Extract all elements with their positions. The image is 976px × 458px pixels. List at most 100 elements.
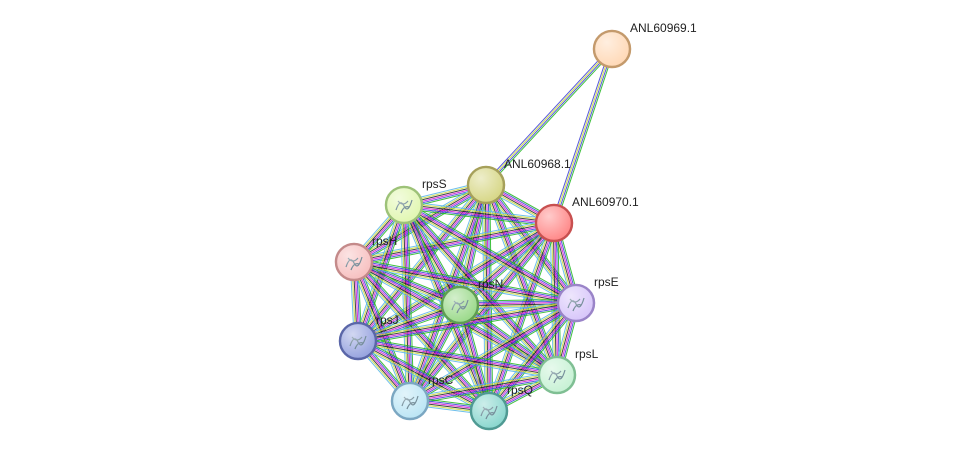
edge-channel-line <box>357 344 557 380</box>
edge-channel-line <box>487 184 492 411</box>
edge-channel-line <box>404 200 555 220</box>
edge-channel-line <box>358 339 558 375</box>
edge-channel-line <box>400 206 458 308</box>
edge-channel-line <box>406 202 561 373</box>
edge-channel-line <box>353 221 554 262</box>
edge-channel-line <box>358 306 577 346</box>
edge-channel-line <box>354 260 577 303</box>
edge-channel-line <box>359 186 489 343</box>
edge-channel-line <box>400 207 555 378</box>
edge-channel-line <box>410 376 558 404</box>
edge-channel-line <box>555 49 615 224</box>
edge-rpsS-rpsE[interactable] <box>401 201 579 307</box>
node-highlight <box>537 206 571 240</box>
edge-ANL60970.1-rpsC[interactable] <box>406 220 558 404</box>
node-highlight <box>595 32 629 66</box>
edge-channel-line <box>552 48 612 223</box>
node-highlight <box>540 358 574 392</box>
node-ANL60970.1[interactable]: ANL60970.1 <box>534 195 639 243</box>
edge-channel-line <box>485 300 574 409</box>
edge-channel-line <box>490 304 579 413</box>
edge-channel-line <box>404 203 555 223</box>
edge-channel-line <box>358 223 555 343</box>
node-label: rpsC <box>428 373 454 387</box>
edge-channel-line <box>409 370 557 398</box>
edge-channel-line <box>353 262 576 305</box>
edge-channel-line <box>410 375 558 403</box>
edge-channel-line <box>403 206 554 226</box>
edge-channel-line <box>552 223 557 376</box>
edge-channel-line <box>355 260 492 410</box>
edge-channel-line <box>459 222 554 305</box>
edge-rpsE-rpsQ[interactable] <box>485 300 580 414</box>
node-rpsQ[interactable]: rpsQ <box>469 383 533 431</box>
edge-channel-line <box>459 300 576 304</box>
node-highlight <box>341 324 375 358</box>
edge-channel-line <box>357 341 557 377</box>
edge-channel-line <box>410 223 555 402</box>
edge-channel-line <box>355 258 462 302</box>
edge-channel-line <box>490 223 557 412</box>
edge-channel-line <box>355 204 403 341</box>
edge-ANL60970.1-rpsS[interactable] <box>403 200 555 228</box>
edge-ANL60969.1-ANL60968.1[interactable] <box>483 47 615 187</box>
edge-channel-line <box>356 342 489 414</box>
node-label: rpsJ <box>376 313 399 327</box>
node-label: rpsL <box>575 347 599 361</box>
edge-channel-line <box>404 203 577 303</box>
edge-channel-line <box>404 202 555 222</box>
edge-channel-line <box>355 343 488 415</box>
edge-channel-line <box>403 205 557 376</box>
edge-ANL60969.1-ANL60970.1[interactable] <box>551 48 615 224</box>
node-rpsS[interactable]: rpsS <box>384 177 447 225</box>
edge-channel-line <box>354 259 577 302</box>
node-rpsL[interactable]: rpsL <box>537 347 599 395</box>
node-ANL60969.1[interactable]: ANL60969.1 <box>592 21 697 69</box>
edge-channel-line <box>354 261 490 411</box>
node-ANL60968.1[interactable]: ANL60968.1 <box>466 157 571 205</box>
edge-channel-line <box>554 49 614 224</box>
node-rpsJ[interactable]: rpsJ <box>338 313 399 361</box>
edge-rpsJ-rpsQ[interactable] <box>355 337 492 415</box>
node-rpsE[interactable]: rpsE <box>556 275 619 323</box>
node-label: ANL60970.1 <box>572 195 639 209</box>
node-rpsH[interactable]: rpsH <box>334 234 397 282</box>
edge-channel-line <box>405 203 560 374</box>
edge-channel-line <box>486 301 575 410</box>
edge-channel-line <box>487 50 615 187</box>
edge-channel-line <box>354 224 555 265</box>
node-label: rpsE <box>594 275 619 289</box>
edge-channel-line <box>359 337 492 409</box>
node-label: rpsS <box>422 177 447 191</box>
edge-channel-line <box>486 184 559 375</box>
edge-layer <box>349 47 615 416</box>
node-rpsN[interactable]: rpsN <box>440 277 503 325</box>
edge-channel-line <box>459 298 576 302</box>
edge-rpsJ-rpsL[interactable] <box>357 336 558 380</box>
edge-channel-line <box>356 259 493 409</box>
edge-rpsH-rpsE[interactable] <box>353 257 577 308</box>
edge-channel-line <box>483 47 611 184</box>
edge-channel-line <box>353 263 576 306</box>
edge-ANL60970.1-rpsJ[interactable] <box>355 219 557 345</box>
node-highlight <box>469 168 503 202</box>
edge-channel-line <box>407 221 553 400</box>
edge-channel-line <box>485 48 612 185</box>
edge-channel-line <box>357 341 489 413</box>
edge-channel-line <box>404 202 578 302</box>
edge-channel-line <box>403 205 554 225</box>
edge-channel-line <box>411 224 557 403</box>
edge-channel-line <box>462 225 557 309</box>
edge-channel-line <box>358 304 577 344</box>
edge-channel-line <box>488 302 576 411</box>
edge-rpsH-rpsQ[interactable] <box>350 259 493 414</box>
edge-channel-line <box>551 223 556 376</box>
edge-channel-line <box>411 305 579 405</box>
edge-channel-line <box>481 185 486 412</box>
node-label: ANL60968.1 <box>504 157 571 171</box>
edge-channel-line <box>358 338 558 374</box>
node-highlight <box>443 288 477 322</box>
node-rpsC[interactable]: rpsC <box>390 373 454 421</box>
